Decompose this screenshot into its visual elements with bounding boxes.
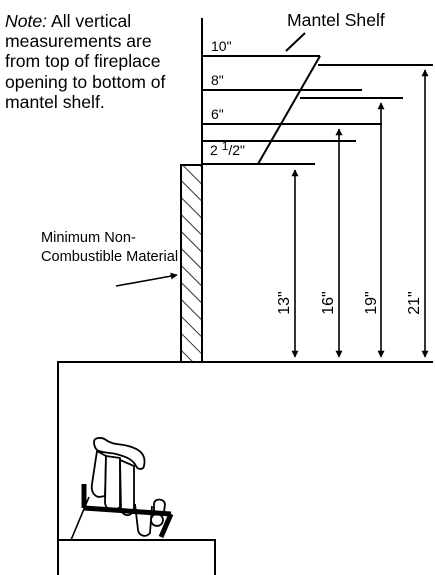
fireplace-outline bbox=[57, 361, 181, 575]
material-pointer-arrow bbox=[115, 272, 178, 287]
mantel-leader bbox=[285, 32, 306, 52]
step-label-sup: 1 bbox=[222, 139, 229, 153]
step-label-8in: 8" bbox=[211, 72, 224, 88]
note-text: Note: All vertical measurements are from… bbox=[5, 11, 180, 112]
height-label-21in: 21" bbox=[406, 291, 423, 314]
material-label: Minimum Non-Combustible Material bbox=[41, 230, 179, 265]
grate-leg bbox=[70, 496, 90, 541]
height-label-13in: 13" bbox=[276, 291, 293, 314]
step-label-6in: 6" bbox=[211, 106, 224, 122]
grate-bar bbox=[81, 484, 174, 538]
shelf-slope bbox=[257, 55, 321, 165]
non-combustible-strip bbox=[180, 164, 203, 363]
step-label-whole: 2 bbox=[210, 142, 222, 158]
note-body: All vertical measurements are from top o… bbox=[5, 11, 166, 112]
step-label-rest: /2" bbox=[228, 142, 245, 158]
height-label-16in: 16" bbox=[320, 291, 337, 314]
height-label-19in: 19" bbox=[363, 291, 380, 314]
step-label-2half-in: 2 1/2" bbox=[210, 139, 245, 158]
note-lead: Note: bbox=[5, 11, 48, 31]
mantel-shelf-label: Mantel Shelf bbox=[287, 10, 385, 30]
hearth-step bbox=[58, 539, 216, 575]
step-label-10in: 10" bbox=[211, 38, 232, 54]
log-burner-illustration bbox=[90, 437, 166, 537]
